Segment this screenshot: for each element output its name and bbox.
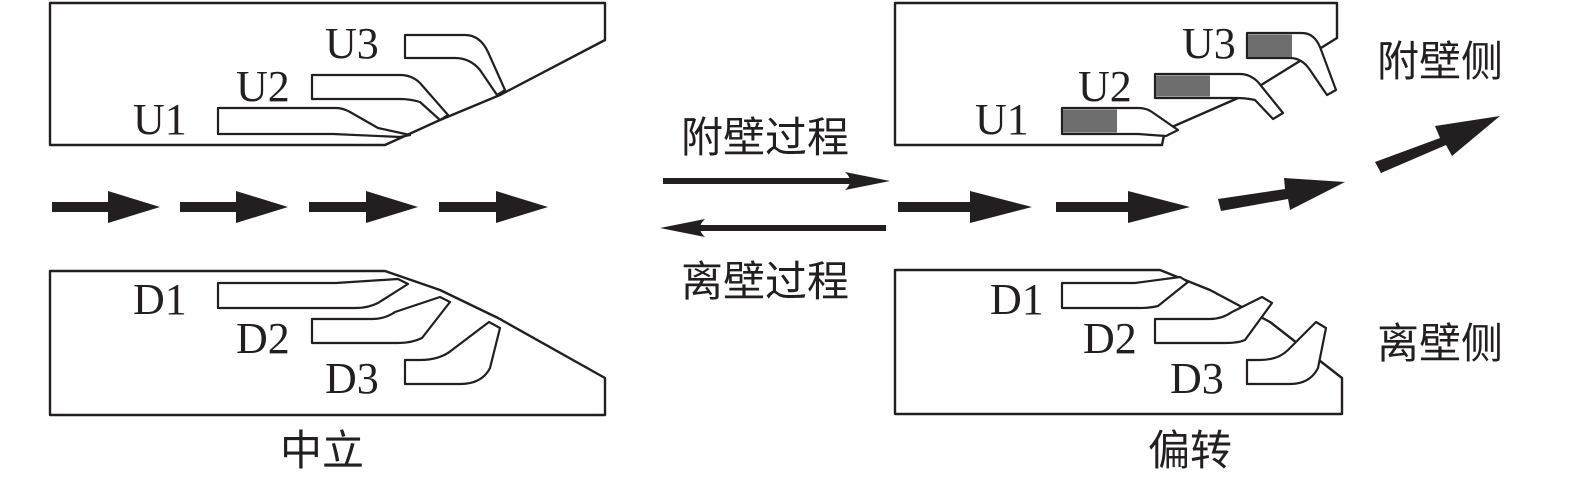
detach-process-label: 离壁过程 xyxy=(681,257,849,306)
detach-side-label: 离壁侧 xyxy=(1377,319,1503,368)
neutral-label-d3: D3 xyxy=(325,354,379,403)
attach-side-label: 附壁侧 xyxy=(1377,37,1503,86)
detach-process-arrowhead xyxy=(660,219,705,237)
flow-arrow-5 xyxy=(898,191,1032,223)
neutral-flow-arrows xyxy=(52,191,548,223)
neutral-slot-d2 xyxy=(310,295,452,345)
neutral-slot-d3 xyxy=(403,320,502,386)
deflected-slot-d1 xyxy=(1060,275,1190,310)
neutral-label-d2: D2 xyxy=(236,314,290,363)
neutral-label-u3: U3 xyxy=(325,19,379,68)
flow-arrow-3 xyxy=(309,191,418,223)
deflected-slot-u1-fill xyxy=(1063,109,1117,133)
process-arrows: 附壁过程 离壁过程 xyxy=(660,113,890,306)
attach-process-arrowhead xyxy=(845,172,890,190)
deflected-label-u1: U1 xyxy=(975,95,1029,144)
deflected-label-d3: D3 xyxy=(1170,354,1224,403)
neutral-slot-u1 xyxy=(216,106,412,139)
attach-process-label: 附壁过程 xyxy=(681,113,849,162)
neutral-label-u2: U2 xyxy=(236,62,290,111)
deflected-panel: U3 U2 U1 D1 D2 D3 附壁侧 离壁侧 偏转 xyxy=(893,1,1503,475)
neutral-slot-u3 xyxy=(403,33,507,97)
deflected-flow-arrows xyxy=(898,116,1500,223)
deflected-label-d1: D1 xyxy=(990,275,1044,324)
flow-arrow-1 xyxy=(52,191,160,223)
flow-arrow-2 xyxy=(180,191,288,223)
flow-arrow-4 xyxy=(439,191,548,223)
deflected-label-d2: D2 xyxy=(1083,314,1137,363)
deflected-upper-body-shape xyxy=(893,1,1339,147)
deflected-slot-d3 xyxy=(1245,320,1328,386)
neutral-slot-d1 xyxy=(216,277,410,310)
neutral-label-d1: D1 xyxy=(133,275,187,324)
neutral-caption: 中立 xyxy=(280,426,364,474)
neutral-slot-u2 xyxy=(310,73,450,122)
flow-arrow-7 xyxy=(1218,178,1345,211)
deflected-label-u2: U2 xyxy=(1078,62,1132,111)
deflected-slot-u3-fill xyxy=(1248,34,1292,57)
deflected-label-u3: U3 xyxy=(1182,19,1236,68)
neutral-label-u1: U1 xyxy=(133,95,187,144)
flow-arrow-8 xyxy=(1375,116,1500,173)
neutral-panel: U3 U2 U1 D1 D2 D3 中立 xyxy=(48,1,607,475)
deflected-slot-u2-fill xyxy=(1156,75,1210,97)
deflected-slot-d2 xyxy=(1153,295,1274,345)
flow-arrow-6 xyxy=(1056,191,1190,223)
deflected-caption: 偏转 xyxy=(1148,426,1232,474)
